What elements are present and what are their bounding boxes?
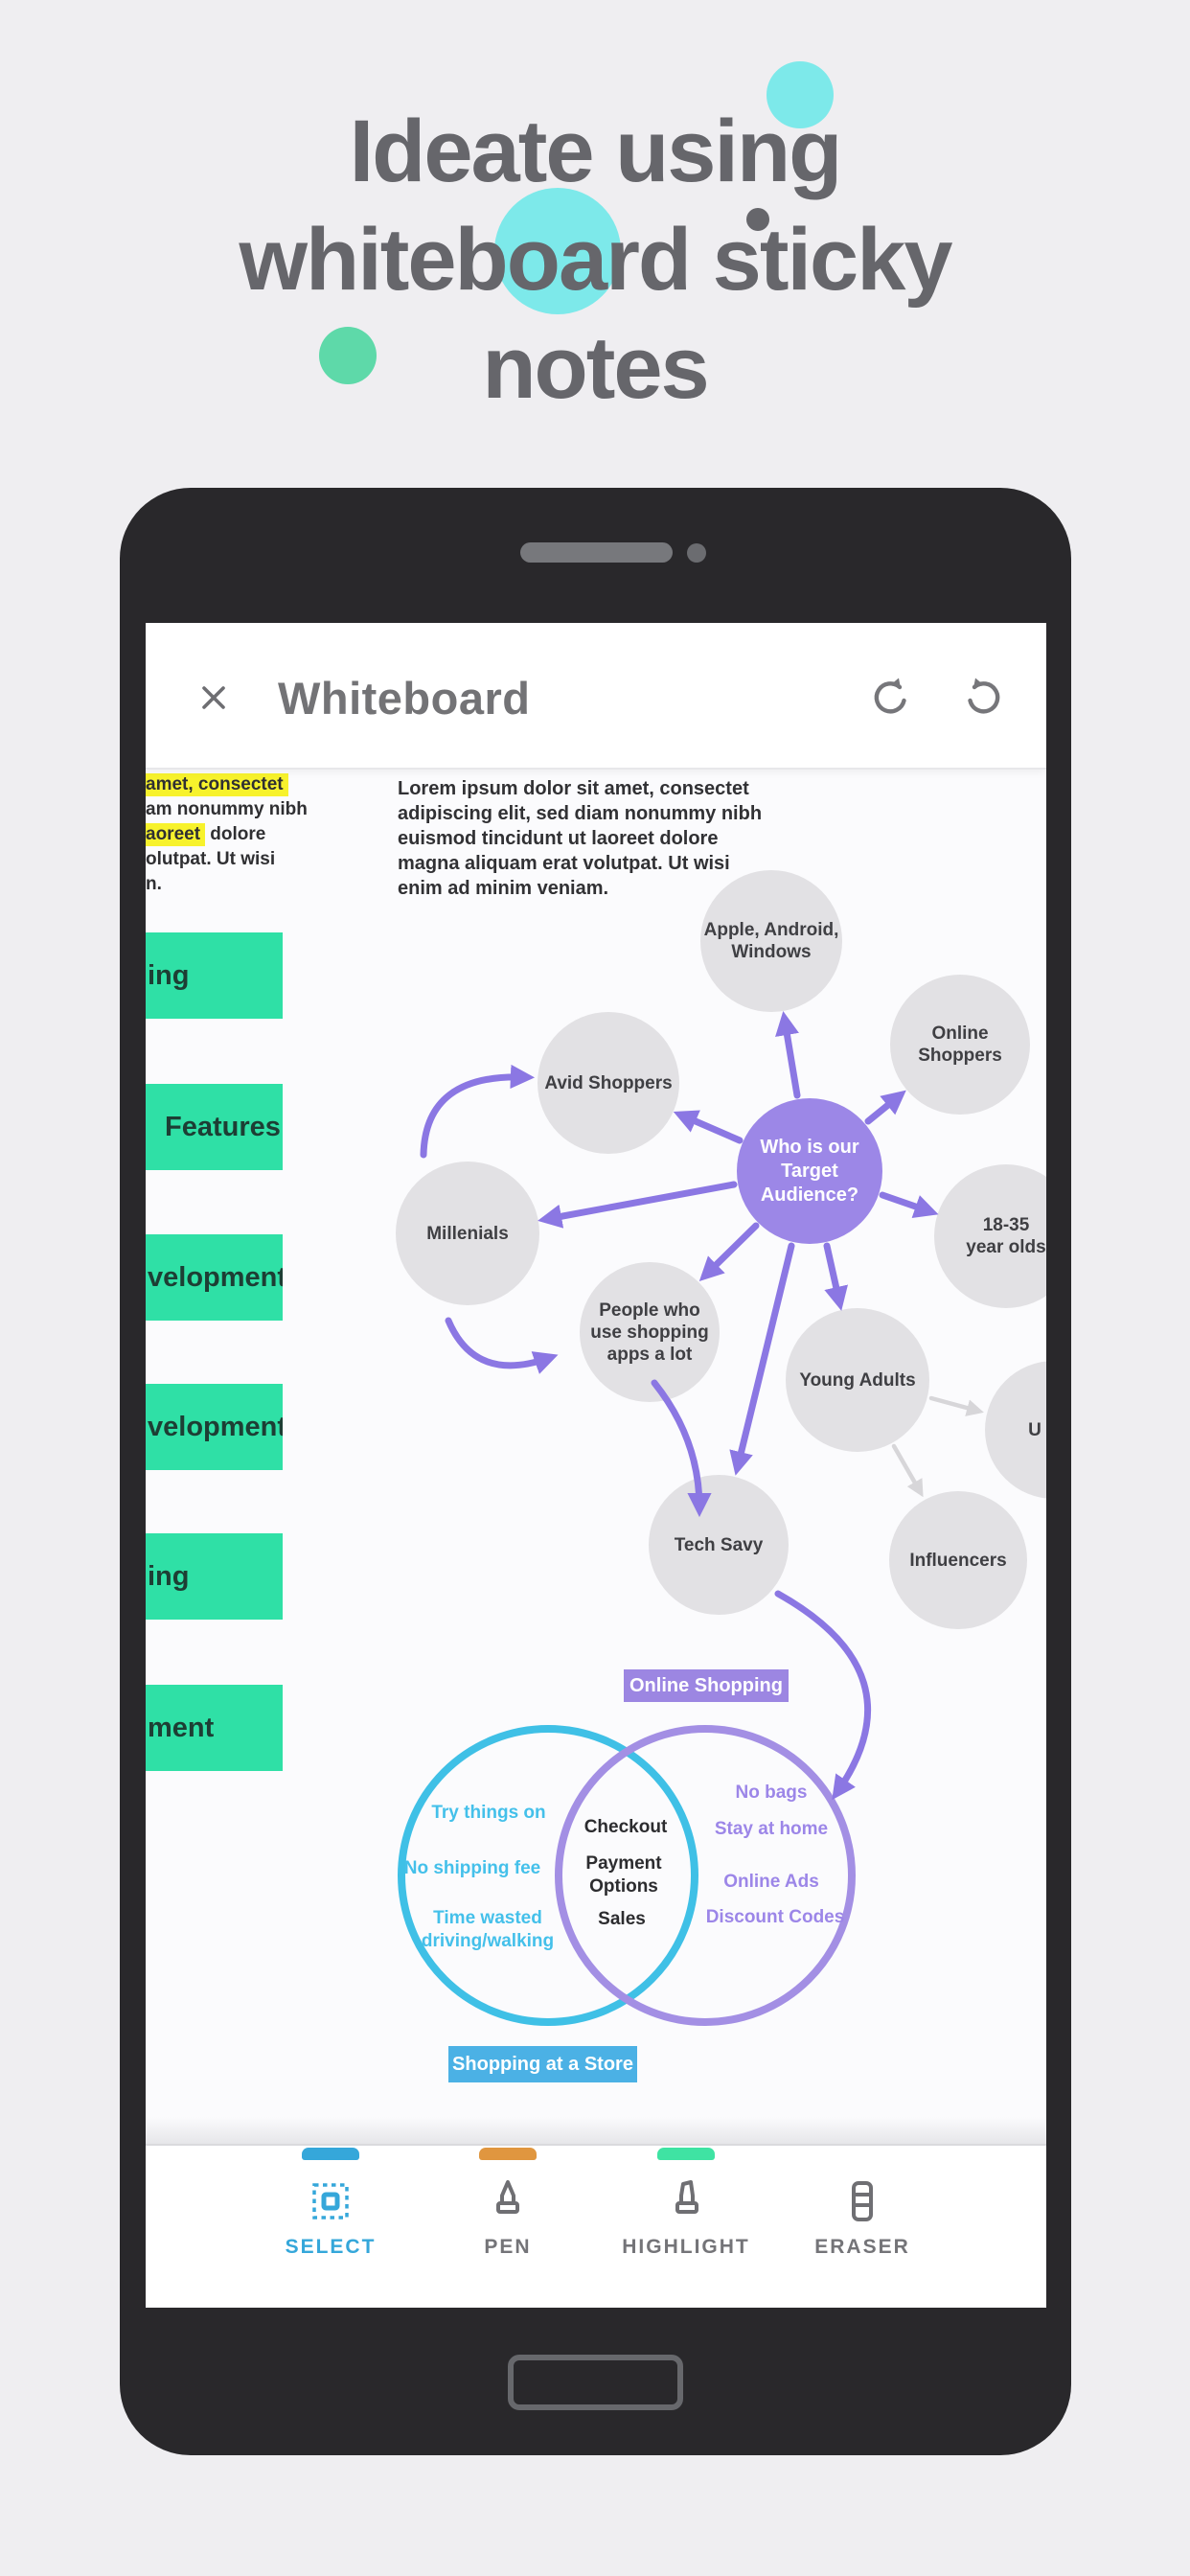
highlighted-text-line: olutpat. Ut wisi xyxy=(146,849,276,869)
mindmap-node-label: Influencers xyxy=(909,1550,1007,1571)
venn-label-online-shopping[interactable]: Online Shopping xyxy=(624,1669,789,1702)
paragraph-line: euismod tincidunt ut laoreet dolore xyxy=(398,828,719,849)
venn-item[interactable]: Stay at home xyxy=(714,1819,829,1839)
tool-highlight-button[interactable]: HIGHLIGHT xyxy=(609,2146,763,2308)
undo-icon xyxy=(867,678,911,723)
venn-label-shopping-at-store[interactable]: Shopping at a Store xyxy=(448,2046,637,2082)
tool-label: SELECT xyxy=(285,2236,377,2258)
paragraph-line: Lorem ipsum dolor sit amet, consectet xyxy=(398,778,749,799)
mindmap-node-label: U xyxy=(1028,1419,1041,1440)
eraser-icon xyxy=(837,2174,887,2228)
text-note-left-fragment[interactable]: amet, consectet am nonummy nibh aoreet dol… xyxy=(146,773,308,899)
tool-color-tab-select xyxy=(302,2148,359,2160)
deco-dot-gray xyxy=(746,208,769,231)
mindmap-node-label: Tech Savy xyxy=(674,1534,764,1555)
paragraph-line: enim ad minim veniam. xyxy=(398,878,609,899)
whiteboard-canvas[interactable]: amet, consectet am nonummy nibh aoreet dol… xyxy=(146,623,1046,2308)
mindmap-node-tech-savy[interactable]: Tech Savy xyxy=(649,1475,789,1615)
deco-circle-cyan-large xyxy=(494,188,621,314)
tool-label: HIGHLIGHT xyxy=(622,2236,750,2258)
venn-item[interactable]: No shipping fee xyxy=(403,1858,541,1878)
mindmap-node-label: Young Adults xyxy=(799,1369,916,1391)
paragraph-line: adipiscing elit, sed diam nonummy nibh xyxy=(398,803,763,824)
redo-icon xyxy=(963,678,1007,723)
tool-label: ERASER xyxy=(814,2236,910,2258)
mindmap-node-apple-android-windows[interactable]: Apple, Android,Windows xyxy=(700,870,842,1012)
page-title-line: whiteboard sticky xyxy=(239,211,952,309)
sticky-note[interactable]: Features xyxy=(146,1084,283,1170)
sticky-note[interactable]: velopment xyxy=(146,1384,283,1470)
tool-color-tab-pen xyxy=(479,2148,537,2160)
phone-screen: amet, consectet am nonummy nibh aoreet dol… xyxy=(146,623,1046,2308)
venn-item[interactable]: Try things on xyxy=(431,1803,546,1823)
highlighted-text-line: amet, consectet xyxy=(146,773,308,799)
select-icon xyxy=(306,2174,355,2228)
tool-label: PEN xyxy=(484,2236,532,2258)
mindmap-node-label: Apple, Android,Windows xyxy=(703,920,839,962)
mindmap-node-influencers[interactable]: Influencers xyxy=(889,1491,1027,1629)
tool-eraser-button[interactable]: ERASER xyxy=(786,2146,939,2308)
venn-circle-online[interactable] xyxy=(555,1725,856,2026)
venn-item[interactable]: Online Ads xyxy=(723,1872,819,1892)
page-title: Ideate using whiteboard sticky notes xyxy=(0,98,1190,423)
venn-item[interactable]: Sales xyxy=(598,1909,646,1929)
yellow-highlight: amet, consectet xyxy=(146,773,288,796)
mindmap-node-young-adults[interactable]: Young Adults xyxy=(786,1308,929,1452)
highlighted-text-line: am nonummy nibh xyxy=(146,799,308,819)
app-header: Whiteboard xyxy=(146,623,1046,770)
phone-camera-icon xyxy=(687,543,706,563)
highlighted-text-line: n. xyxy=(146,874,162,894)
phone-mockup: amet, consectet am nonummy nibh aoreet dol… xyxy=(120,488,1071,2455)
hero-section: Ideate using whiteboard sticky notes xyxy=(0,0,1190,488)
pen-icon xyxy=(483,2174,533,2228)
close-icon xyxy=(197,686,230,717)
paragraph-line: magna aliquam erat volutpat. Ut wisi xyxy=(398,853,730,874)
close-button[interactable] xyxy=(197,681,230,717)
text-note-paragraph[interactable]: Lorem ipsum dolor sit amet, consectet adi… xyxy=(398,776,762,901)
venn-item[interactable]: No bags xyxy=(735,1782,808,1803)
phone-speaker-icon xyxy=(520,542,673,563)
app-title: Whiteboard xyxy=(278,673,531,724)
venn-item[interactable]: Discount Codes xyxy=(705,1907,845,1927)
tool-color-tab-highlight xyxy=(657,2148,715,2160)
page-title-line: Ideate using xyxy=(349,103,843,200)
deco-circle-cyan-small xyxy=(767,61,834,128)
yellow-highlight: aoreet xyxy=(146,823,206,846)
highlighted-text-line: aoreet dolore xyxy=(146,823,308,849)
sticky-note[interactable]: ing xyxy=(146,932,283,1019)
highlight-icon xyxy=(661,2174,711,2228)
venn-item[interactable]: Checkout xyxy=(584,1817,668,1837)
redo-button[interactable] xyxy=(963,676,1007,723)
undo-button[interactable] xyxy=(867,676,911,723)
mindmap-node-label: Millenials xyxy=(426,1223,509,1244)
page-title-line: notes xyxy=(482,319,709,417)
canvas-bottom-shade xyxy=(146,2117,1046,2144)
mindmap-node-u-clipped[interactable]: U xyxy=(985,1361,1046,1499)
tool-select-button[interactable]: SELECT xyxy=(254,2146,407,2308)
sticky-note[interactable]: ing xyxy=(146,1533,283,1620)
sticky-note[interactable]: velopment xyxy=(146,1234,283,1321)
tool-pen-button[interactable]: PEN xyxy=(431,2146,584,2308)
mindmap-node-label: Avid Shoppers xyxy=(544,1072,673,1093)
mindmap-node-avid-shoppers[interactable]: Avid Shoppers xyxy=(538,1012,679,1154)
toolbar: SELECT PEN HIGHLIGHT ERASER xyxy=(146,2144,1046,2308)
home-button[interactable] xyxy=(508,2355,683,2410)
deco-dot-mint xyxy=(319,327,377,384)
sticky-note[interactable]: ment xyxy=(146,1685,283,1771)
mindmap-node-millenials[interactable]: Millenials xyxy=(396,1162,539,1305)
